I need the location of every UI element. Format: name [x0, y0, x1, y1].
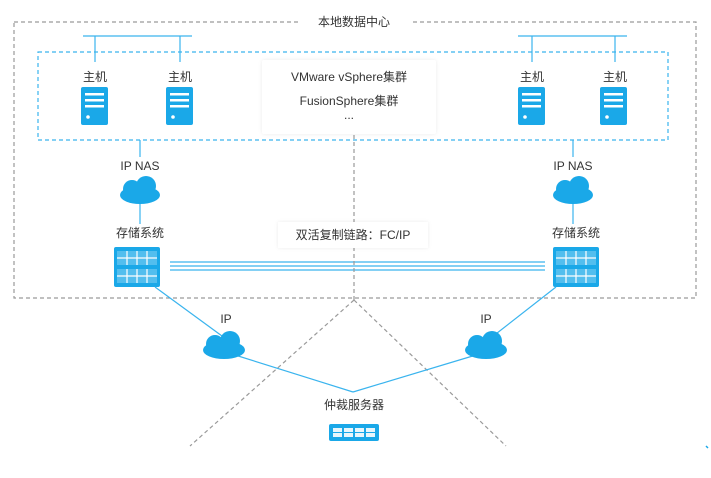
cluster-info-box: VMware vSphere集群 FusionSphere集群 ... [262, 60, 436, 134]
left-storage-to-ip-link [154, 286, 223, 337]
datacenter-boundary [13, 21, 697, 299]
left-storage-label: 存储系统 [115, 226, 165, 240]
host-label: 主机 [82, 70, 108, 84]
edge-mark [705, 445, 709, 449]
left-zone-dashed-line [189, 299, 355, 447]
replication-link [170, 261, 545, 271]
right-storage-to-ip-link [491, 286, 557, 338]
right-nas-cloud-icon [553, 176, 593, 204]
right-ip-label: IP [480, 312, 492, 326]
datacenter-title: 本地数据中心 [298, 14, 410, 30]
left-nas-cloud-icon [120, 176, 160, 204]
vmware-cluster-label: VMware vSphere集群 [290, 70, 408, 84]
left-storage-array-icon [114, 247, 160, 287]
right-storage-label: 存储系统 [551, 226, 601, 240]
left-nas-label: IP NAS [120, 159, 160, 173]
right-ip-to-arbiter-link [352, 354, 477, 393]
host-label: 主机 [519, 70, 545, 84]
left-ip-cloud-icon [203, 331, 245, 359]
arbiter-server-icon [329, 424, 379, 441]
right-zone-dashed-line [353, 299, 507, 447]
host-server-icon [166, 87, 193, 125]
host-server-icon [518, 87, 545, 125]
arbiter-label: 仲裁服务器 [323, 398, 385, 412]
host-group-boundary [37, 51, 669, 141]
cluster-ellipsis: ... [343, 108, 354, 122]
host-label: 主机 [167, 70, 193, 84]
host-server-icon [600, 87, 627, 125]
host-label: 主机 [602, 70, 628, 84]
right-nas-label: IP NAS [553, 159, 593, 173]
right-host-bus [518, 35, 627, 62]
fusion-cluster-label: FusionSphere集群 [299, 94, 399, 108]
left-host-bus [83, 35, 192, 62]
left-ip-label: IP [220, 312, 232, 326]
right-storage-array-icon [553, 247, 599, 287]
right-ip-cloud-icon [465, 331, 507, 359]
left-ip-to-arbiter-link [234, 354, 354, 393]
host-server-icon [81, 87, 108, 125]
replication-link-label: 双活复制链路：FC/IP [278, 222, 428, 248]
